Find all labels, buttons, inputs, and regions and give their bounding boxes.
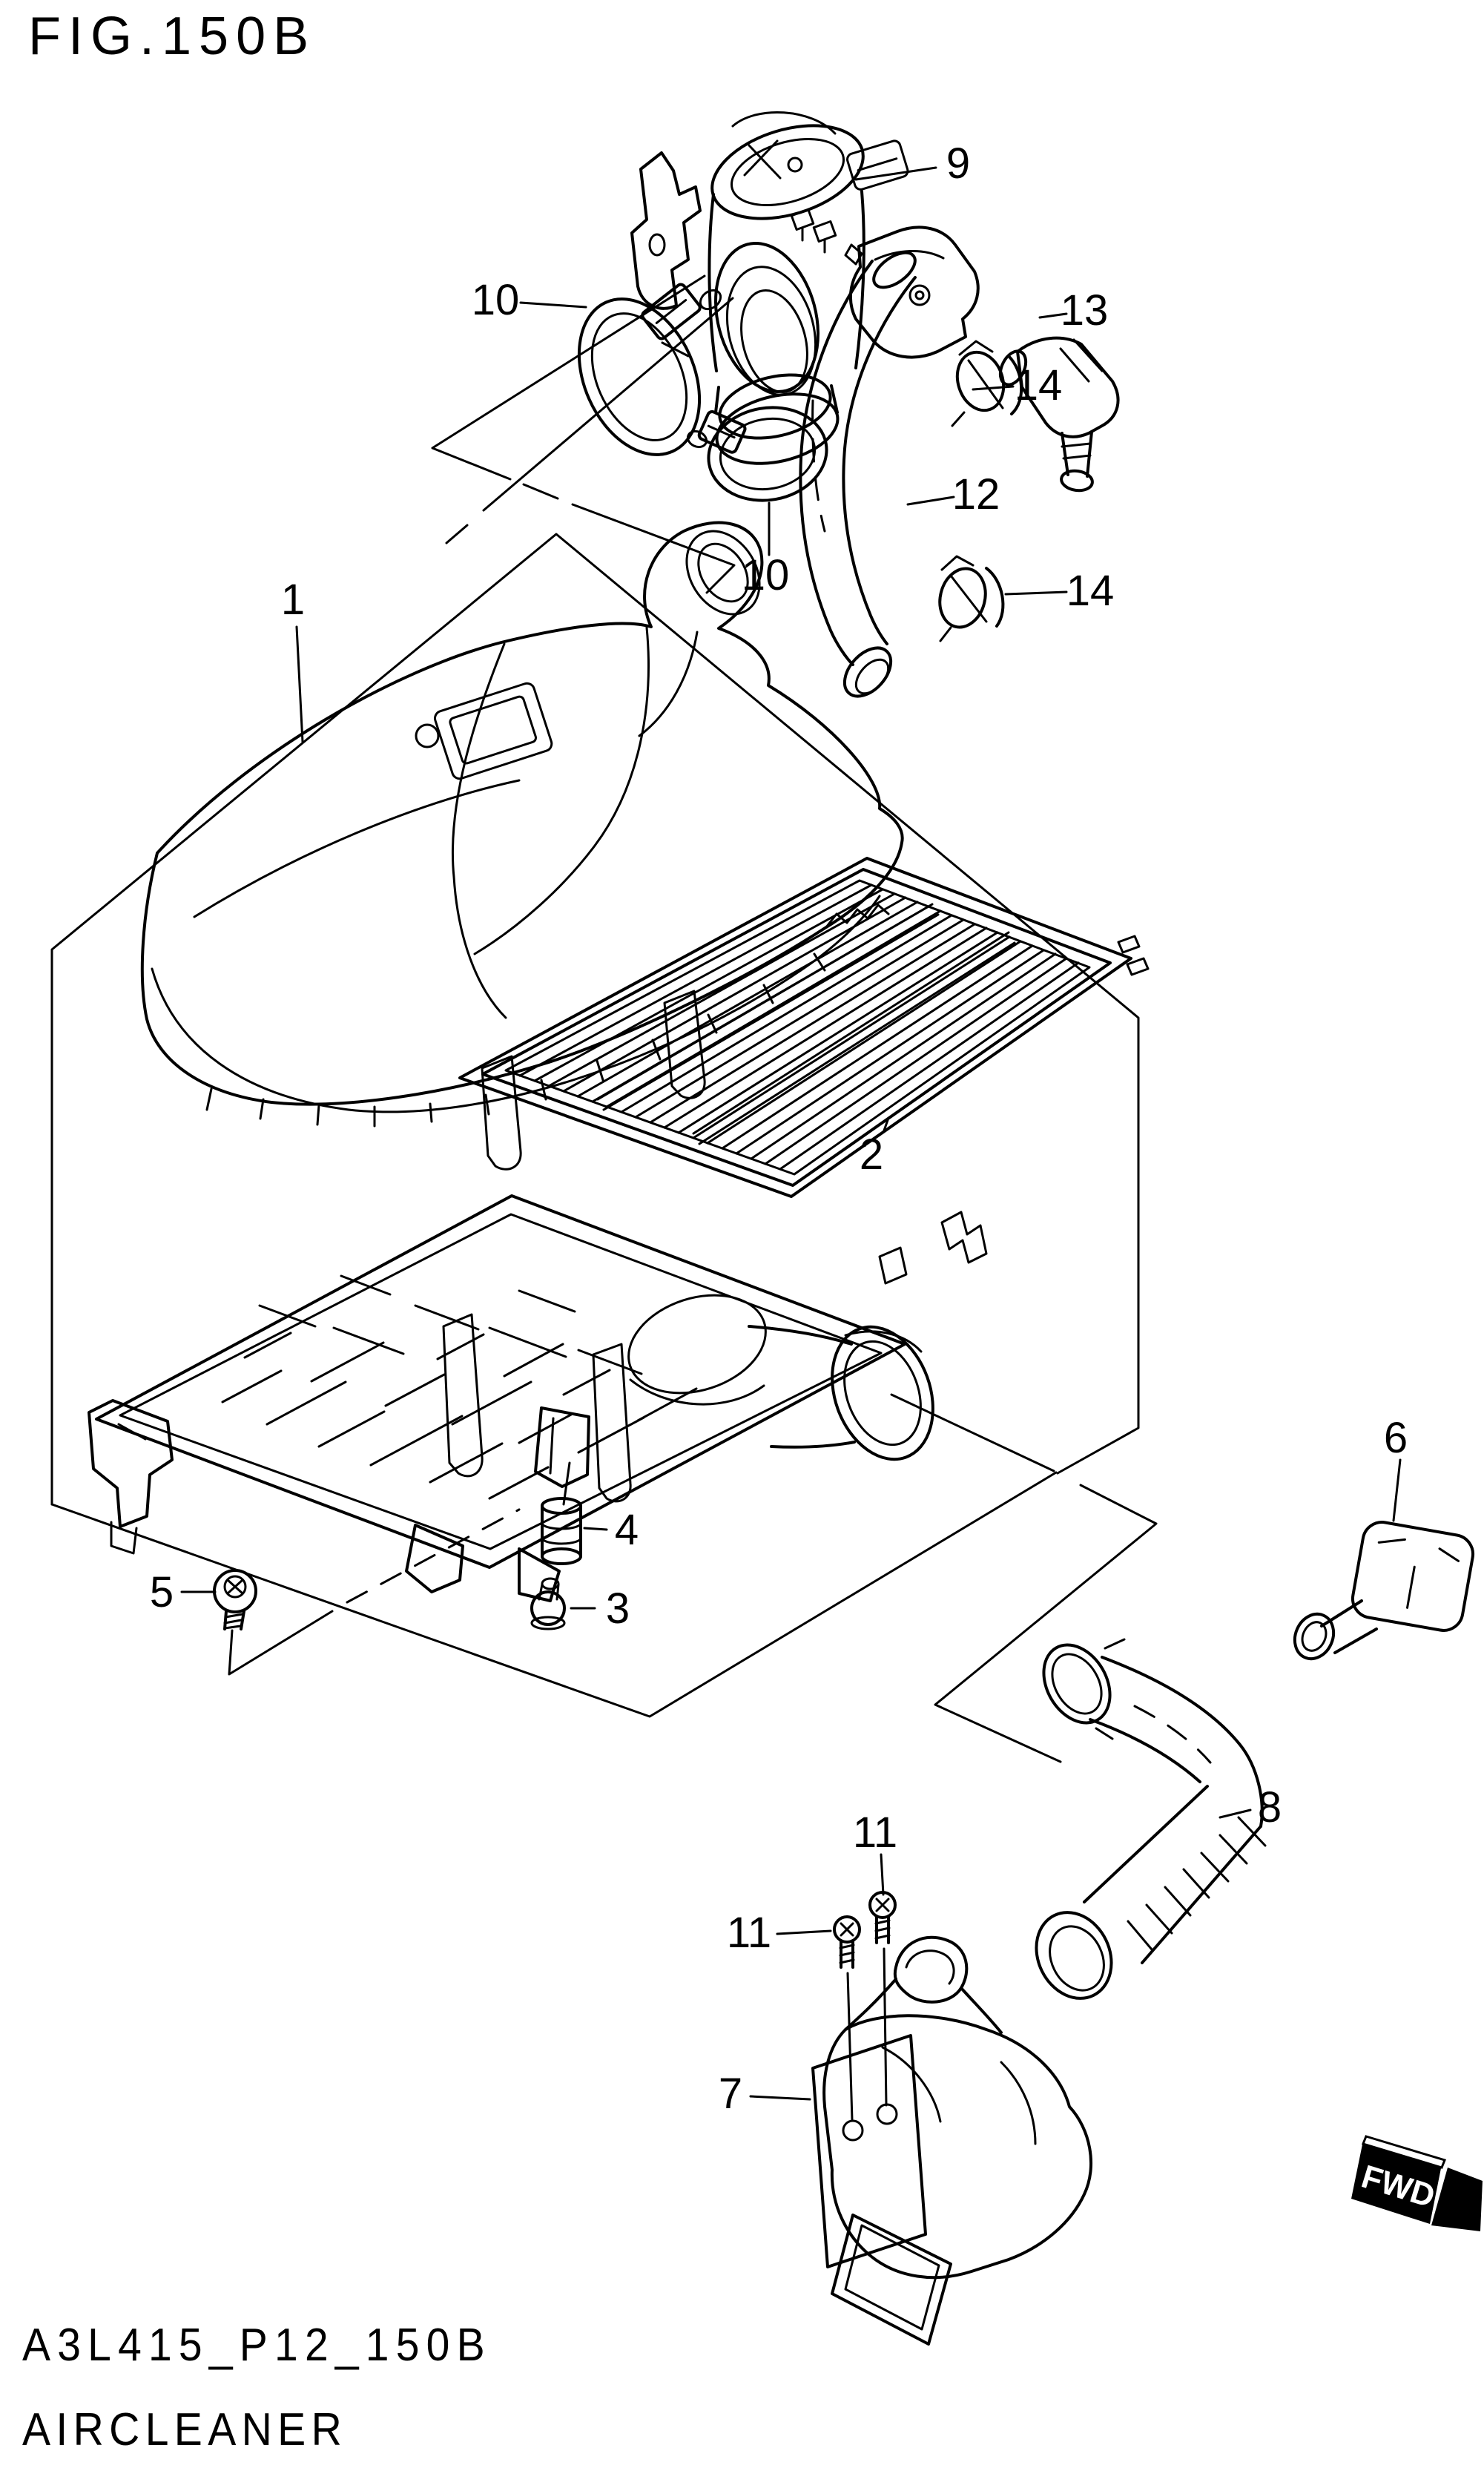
callout-5[interactable]: 5 — [150, 1568, 174, 1616]
fwd-sign-edge — [1361, 2135, 1447, 2169]
callout-11b[interactable]: 11 — [727, 1909, 771, 1957]
callout-10a[interactable]: 10 — [472, 276, 520, 324]
callout-6[interactable]: 6 — [1384, 1414, 1408, 1462]
callout-13[interactable]: 13 — [1061, 286, 1109, 335]
leader-lines — [180, 166, 1402, 2101]
part-3-pin — [530, 1577, 566, 1630]
callout-1[interactable]: 1 — [281, 576, 305, 624]
part-6-resonator-cap — [1293, 1521, 1475, 1661]
callout-14b[interactable]: 14 — [1066, 567, 1115, 615]
construction-lines — [50, 274, 1158, 1763]
part-10-clamp-upper — [577, 283, 722, 456]
part-9-maf-elbow — [630, 111, 980, 465]
callout-7[interactable]: 7 — [719, 2070, 742, 2118]
part-14-clamp-lower — [938, 555, 1005, 642]
callout-10b[interactable]: 10 — [742, 551, 790, 599]
part-1-air-cleaner-cap — [140, 521, 904, 1171]
part-8-flex-hose — [1035, 1638, 1267, 2000]
callout-2[interactable]: 2 — [860, 1131, 883, 1179]
part-10-clamp-lower — [686, 406, 828, 502]
callout-11a[interactable]: 11 — [853, 1809, 897, 1857]
part-2-filter-element — [458, 857, 1150, 1198]
part-4-grommet — [541, 1461, 582, 1565]
part-13-t-connector — [998, 336, 1120, 493]
fwd-marker: FWD — [1351, 2135, 1483, 2231]
callout-12[interactable]: 12 — [952, 470, 1000, 519]
footer-drawing-code: A3L415_P12_150B — [22, 2320, 492, 2371]
part-7-intake-duct — [811, 1935, 1093, 2346]
part-14-clamp-upper — [951, 340, 1023, 427]
figure-title: FIG.150B — [28, 7, 317, 66]
part-11-screws — [833, 1891, 897, 2122]
air-cleaner-case — [88, 1194, 988, 1602]
callout-labels: 1 2 3 4 5 6 7 8 9 10 10 11 11 12 13 14 1… — [150, 139, 1408, 2118]
callout-9[interactable]: 9 — [946, 139, 970, 188]
callout-4[interactable]: 4 — [615, 1506, 639, 1554]
part-12-hose — [799, 243, 917, 698]
part-5-screw — [213, 1569, 257, 1630]
callout-14a[interactable]: 14 — [1015, 361, 1063, 409]
footer-figure-name: AIRCLEANER — [22, 2404, 348, 2455]
callout-8[interactable]: 8 — [1258, 1783, 1282, 1832]
callout-3[interactable]: 3 — [606, 1584, 630, 1633]
fwd-arrow — [1431, 2168, 1483, 2231]
